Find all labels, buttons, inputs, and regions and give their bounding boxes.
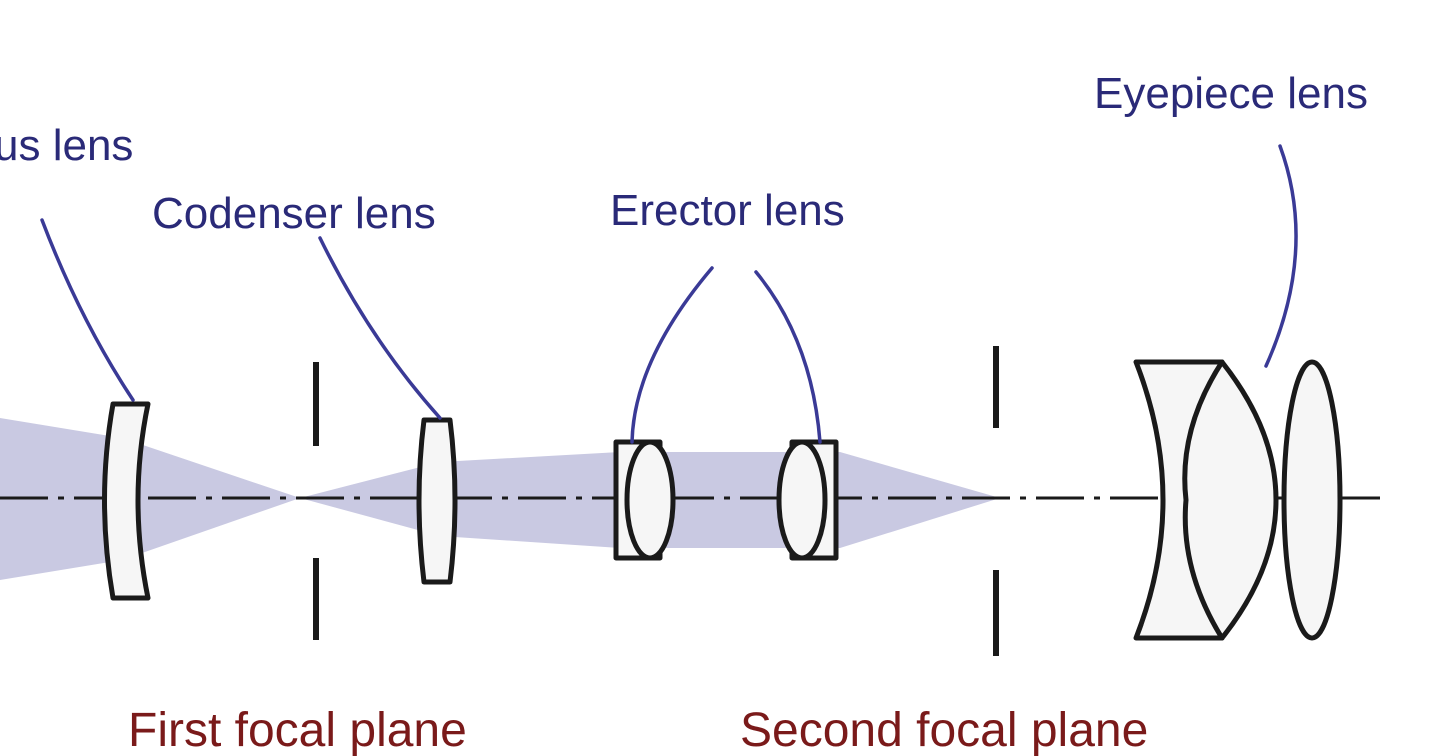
first-focal-plane-label: First focal plane xyxy=(128,704,467,756)
erector-lens-label: Erector lens xyxy=(610,186,845,235)
eyepiece-lens-label: Eyepiece lens xyxy=(1094,69,1368,118)
erector-lens-leader-1 xyxy=(630,266,714,444)
second-focal-plane-label: Second focal plane xyxy=(740,704,1148,756)
eyepiece-lens-group xyxy=(1133,359,1343,641)
focus-lens xyxy=(102,401,151,601)
condenser-lens-label: Codenser lens xyxy=(152,189,436,238)
eyepiece-lens-convex xyxy=(1182,359,1279,641)
eyepiece-lens-leader xyxy=(1264,144,1298,368)
erector-lens-leader-2 xyxy=(754,270,822,444)
condenser-lens-leader xyxy=(318,236,442,420)
focus-lens-leader xyxy=(40,218,135,402)
condenser-lens xyxy=(416,417,458,585)
erector-lens-2 xyxy=(776,439,839,561)
erector-lens-1 xyxy=(613,439,676,561)
eyepiece-lens-biconvex xyxy=(1281,359,1343,641)
focus-lens-label: us lens xyxy=(0,121,133,170)
